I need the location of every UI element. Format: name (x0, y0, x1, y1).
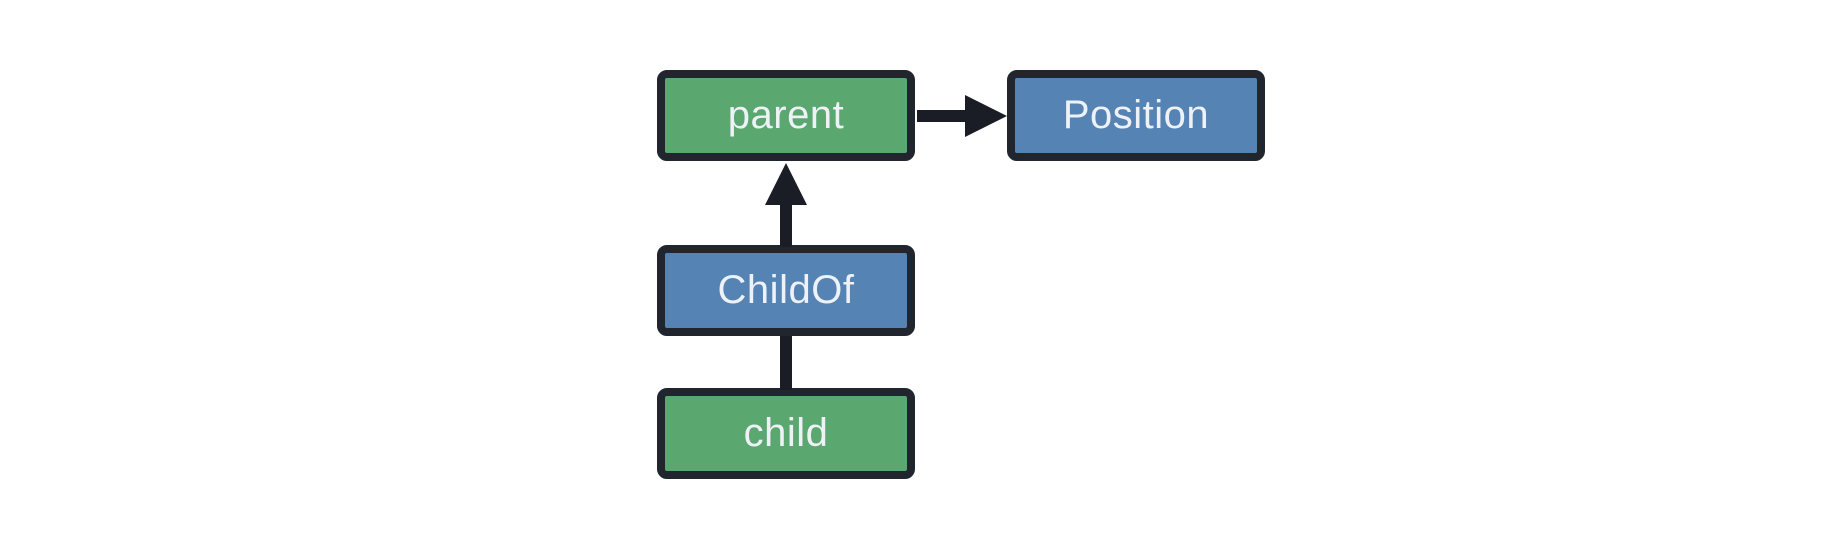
edge-childof-parent (780, 203, 792, 247)
node-child-label: child (743, 411, 829, 455)
node-childof: ChildOf (657, 245, 915, 336)
node-parent-label: parent (727, 93, 845, 137)
edge-child-childof (780, 336, 792, 390)
arrowhead-right-icon (965, 95, 1007, 137)
node-child: child (657, 388, 915, 479)
node-parent: parent (657, 70, 915, 161)
edge-parent-position (917, 110, 967, 122)
arrowhead-up-icon (765, 163, 807, 205)
node-position-label: Position (1062, 93, 1210, 137)
node-childof-label: ChildOf (717, 268, 855, 312)
node-position: Position (1007, 70, 1265, 161)
